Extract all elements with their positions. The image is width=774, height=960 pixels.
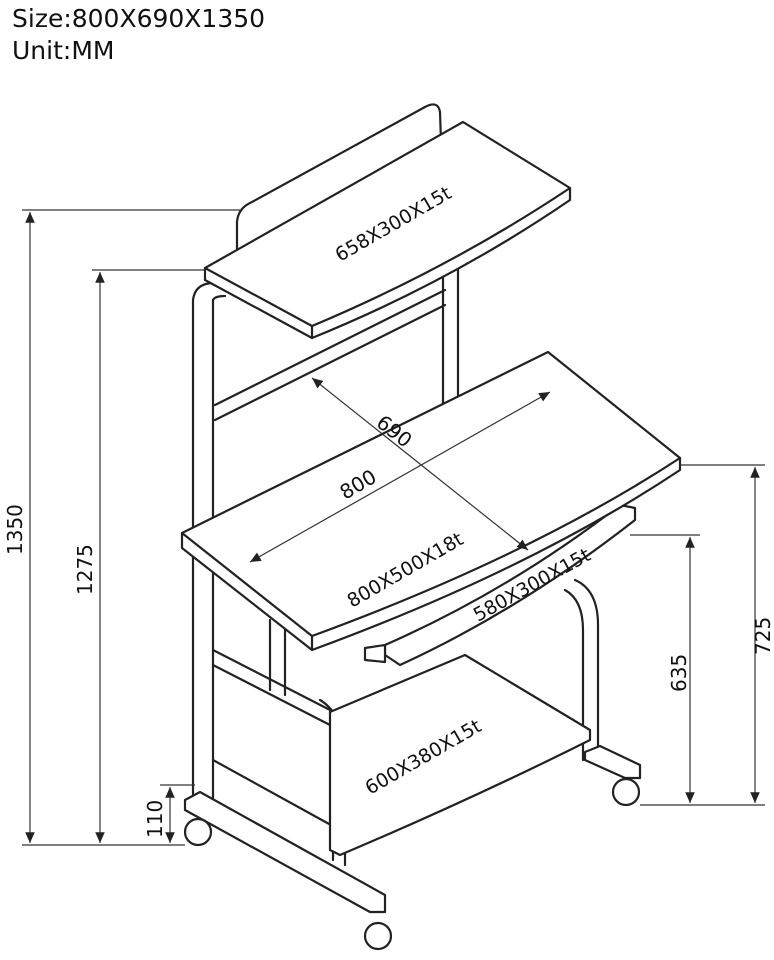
total-height-label: 1350: [3, 504, 27, 555]
base: [183, 744, 642, 914]
caster-front: [363, 921, 393, 951]
unit-label: Unit:MM: [12, 36, 115, 65]
top-shelf-handle: [235, 103, 443, 258]
bottom-shelf: [328, 653, 592, 857]
top-shelf-height-label: 1275: [73, 544, 97, 595]
frame: [191, 263, 600, 867]
size-label: Size:800X690X1350: [12, 4, 266, 33]
keyboard-tray: [383, 503, 637, 667]
caster-left: [183, 817, 213, 847]
caster-right: [611, 777, 641, 807]
tray-height-label: 635: [667, 654, 691, 692]
height-dimensions: 1350 1275 110 725 635: [3, 209, 774, 846]
desk-height-label: 725: [751, 617, 774, 655]
desk-top: [180, 350, 682, 652]
top-shelf: [203, 120, 572, 340]
casters: [183, 777, 641, 951]
bottom-height-label: 110: [143, 800, 167, 838]
width-dimension-line: [249, 391, 551, 563]
